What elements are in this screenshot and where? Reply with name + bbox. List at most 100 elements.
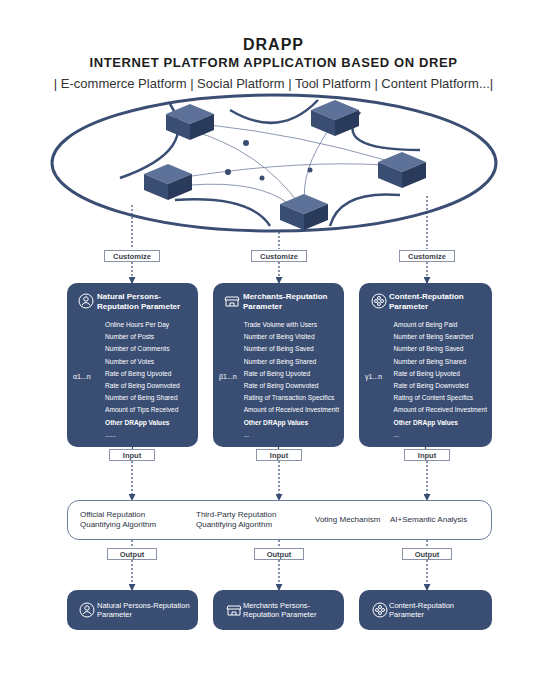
parameter-item: Amount of Being Paid (394, 319, 488, 331)
person-icon (79, 294, 93, 308)
cube-face (304, 204, 328, 230)
cube-face (144, 174, 168, 200)
node-dot (308, 168, 313, 173)
platform-ring (52, 95, 496, 231)
parameter-item: Amount of Received Investmentt (244, 404, 340, 416)
step-tag: Customize (251, 250, 307, 262)
parameter-item: Rate of Being Downvoted (244, 380, 340, 392)
link-line (190, 184, 290, 205)
step-tag: Input (109, 449, 155, 461)
cube-face (166, 114, 190, 140)
link-line (192, 164, 385, 176)
parameter-symbol: α1...n (73, 373, 91, 380)
subtitle: INTERNET PLATFORM APPLICATION BASED ON D… (0, 55, 547, 70)
parameter-item: Number of Votes (105, 356, 194, 368)
dotted-connector (278, 461, 279, 500)
parameter-item: Rating of Content Specifics (394, 392, 488, 404)
parameter-list: Trade Volume with UsersNumber of Being V… (244, 319, 340, 441)
cube-face (190, 114, 214, 140)
parameter-symbol: β1...n (219, 373, 237, 380)
step-tag: Output (107, 548, 157, 560)
dotted-connector (131, 560, 132, 590)
dotted-connector (278, 262, 279, 283)
algorithm-item: Voting Mechanism (315, 515, 395, 525)
tag-text: Input (270, 451, 288, 460)
algorithm-box: Official Reputation Quantifying Algorith… (67, 500, 492, 540)
tag-text: Output (415, 550, 440, 559)
dotted-lead (426, 196, 427, 249)
person-icon (80, 603, 94, 617)
dotted-connector (278, 560, 279, 590)
tag-text: Input (418, 451, 436, 460)
dotted-lead (278, 232, 279, 249)
parameter-item: Amount of Received Investment (394, 404, 488, 416)
store-icon (227, 606, 241, 615)
reel-icon (373, 603, 387, 617)
step-tag: Input (256, 449, 302, 461)
tag-text: Output (120, 550, 145, 559)
step-tag: Output (254, 548, 304, 560)
algorithm-item: AI+Semantic Analysis (390, 515, 486, 525)
dotted-connector (278, 540, 279, 548)
parameter-item: Amount of Tips Received (105, 404, 194, 416)
cube-face (402, 162, 426, 188)
parameter-item: Number of Being Searched (394, 331, 488, 343)
parameter-item: Other DRApp Values (105, 417, 194, 429)
dotted-connector (131, 540, 132, 548)
dotted-connector (426, 560, 427, 590)
tag-text: Output (267, 550, 292, 559)
parameter-item: Number of Being Visited (244, 331, 340, 343)
parameter-item: Number of Being Shared (105, 392, 194, 404)
parameter-item: Other DRApp Values (394, 417, 488, 429)
node-dot (225, 169, 231, 175)
ring-curve (230, 100, 318, 123)
cube-face (280, 204, 304, 230)
parameter-item: ... (394, 429, 488, 441)
result-text: Content-Reputation Parameter (389, 601, 486, 620)
parameter-item: Rate of Being Upvoted (105, 368, 194, 380)
dotted-connector (426, 540, 427, 548)
parameter-item: Number of Being Saved (394, 343, 488, 355)
dotted-connector (426, 262, 427, 283)
parameter-list: Online Hours Per DayNumber of PostsNumbe… (105, 319, 194, 441)
tag-text: Customize (113, 252, 151, 261)
node-dot (260, 176, 265, 181)
parameter-item: Trade Volume with Users (244, 319, 340, 331)
parameter-item: Number of Being Shared (244, 356, 340, 368)
parameter-panel: Merchants-Reputation Parameter β1...n Trad… (213, 283, 344, 447)
parameter-item: Number of Posts (105, 331, 194, 343)
parameter-item: Number of Being Saved (244, 343, 340, 355)
cube-face (378, 162, 402, 188)
parameter-item: ...... (105, 429, 194, 441)
cube-face (311, 110, 335, 136)
ring-curve (353, 112, 421, 150)
node-dot (243, 140, 249, 146)
platform-list: | E-commerce Platform | Social Platform … (0, 76, 547, 91)
dotted-connector (131, 461, 132, 500)
ring-curve (175, 199, 270, 226)
panel-heading: Merchants-Reputation Parameter (243, 292, 338, 311)
tag-text: Customize (408, 252, 446, 261)
link-line (210, 125, 385, 160)
reel-icon (372, 294, 386, 308)
parameter-item: ... (244, 429, 340, 441)
parameter-item: Rate of Being Downvoted (105, 380, 194, 392)
algorithm-item: Third-Party Reputation Quantifying Algor… (196, 510, 308, 530)
link-line (304, 128, 330, 205)
panel-heading: Natural Persons-Reputation Parameter (97, 292, 192, 311)
result-text: Merchants Persons-Reputation Parameter (243, 601, 338, 620)
dotted-lead (131, 205, 132, 249)
parameter-panel: Content-Reputation Parameterγ1...nAmount… (359, 283, 492, 447)
step-tag: Input (404, 449, 450, 461)
panel-heading: Content-Reputation Parameter (389, 292, 486, 311)
ring-curve (330, 194, 400, 226)
cube-face (168, 174, 192, 200)
parameter-item: Online Hours Per Day (105, 319, 194, 331)
dotted-connector (131, 262, 132, 283)
result-box: Content-Reputation Parameter (359, 590, 492, 630)
parameter-item: Other DRApp Values (244, 417, 340, 429)
parameter-symbol: γ1...n (365, 373, 382, 380)
parameter-item: Number of Being Shared (394, 356, 488, 368)
diagram-title: DRAPP (0, 36, 547, 54)
link-line (190, 130, 300, 205)
